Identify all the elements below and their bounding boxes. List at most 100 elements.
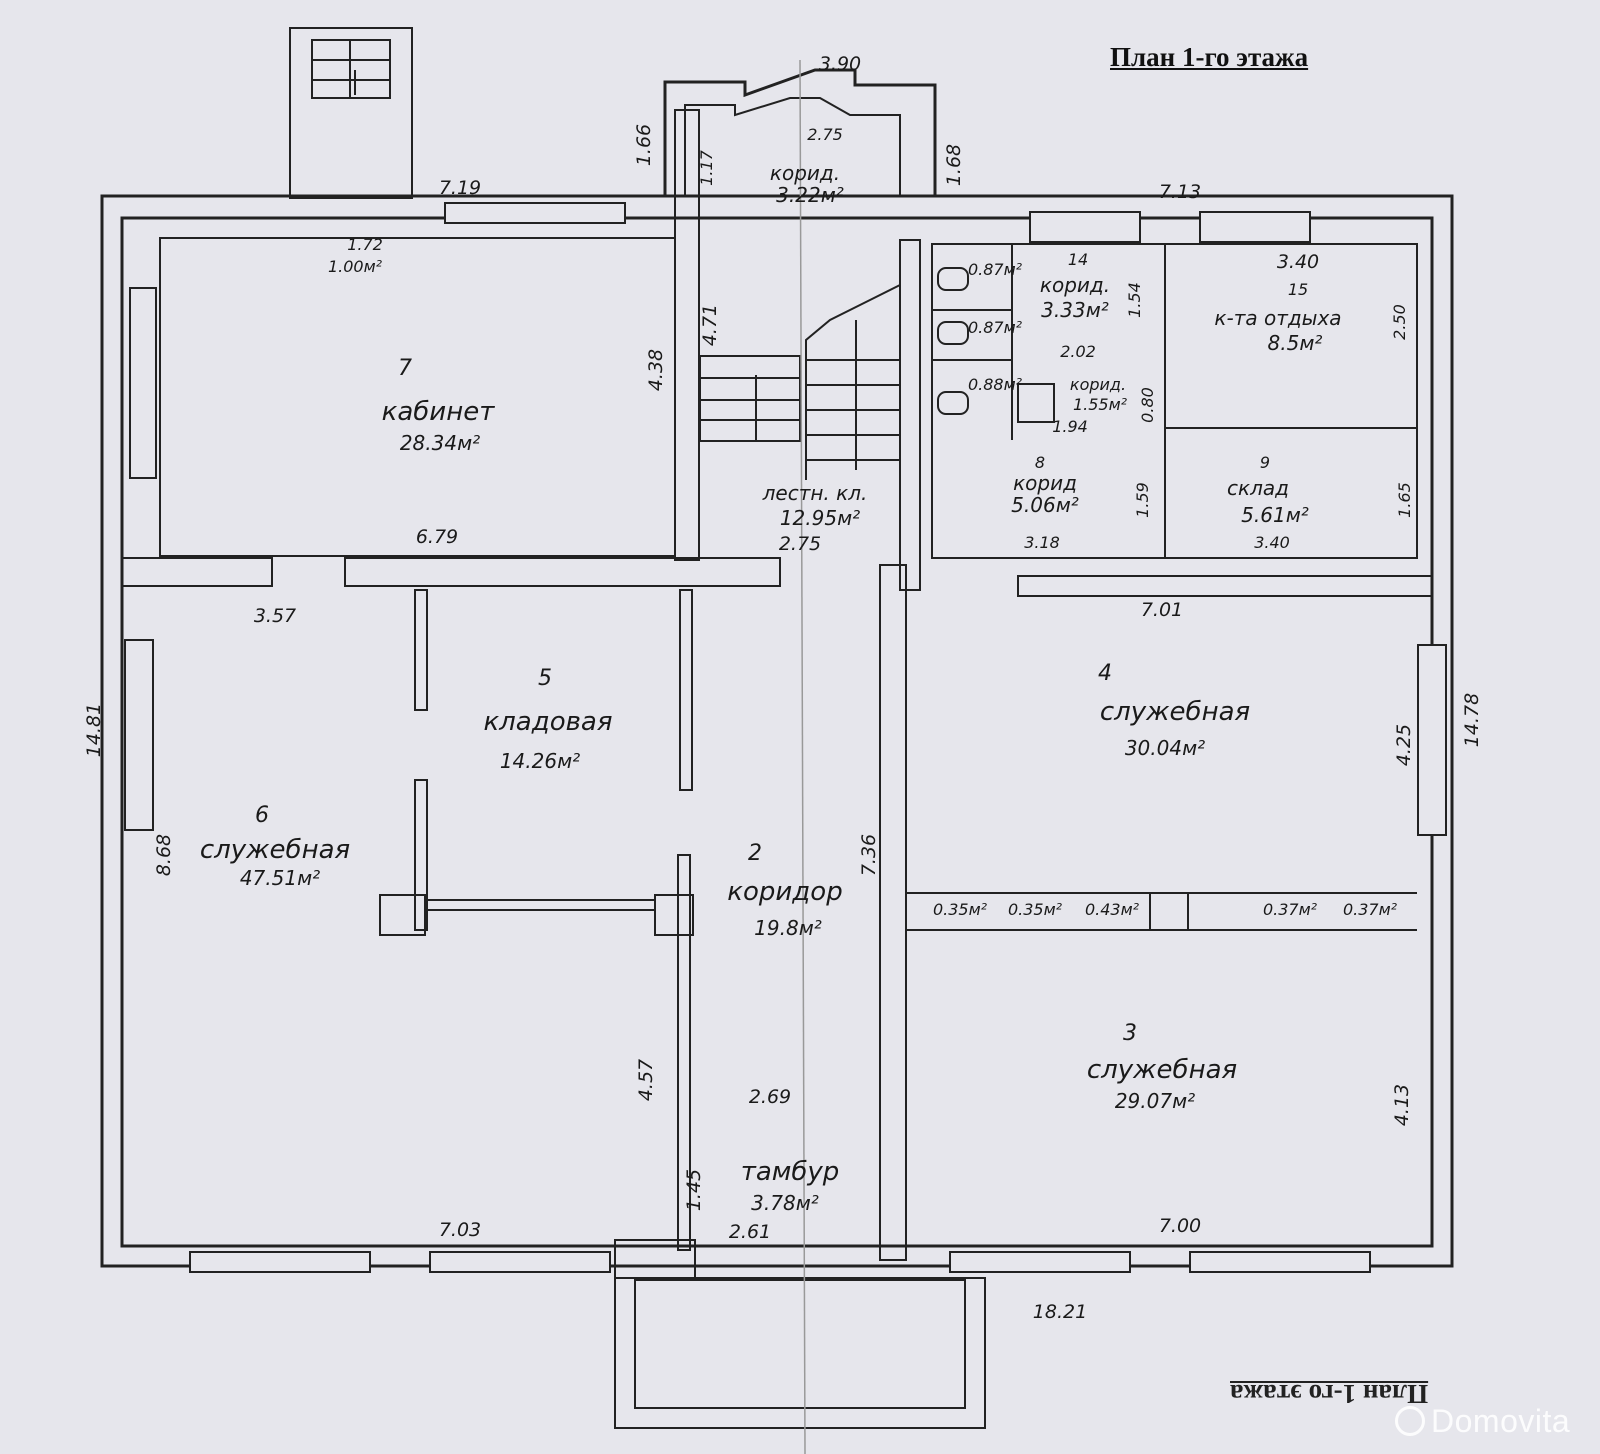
dim-label: 3.40 (1254, 533, 1290, 552)
watermark: Domovita (1395, 1403, 1570, 1440)
room-2-name: коридор (727, 877, 842, 907)
small-area-labels: 0.87м² 0.87м² 0.88м² 0.35м² 0.35м² 0.43м… (933, 260, 1398, 919)
small-corridor-name: корид. (1070, 375, 1126, 394)
dim-label: 18.21 (1033, 1301, 1087, 1323)
room-4-area: 30.04м² (1125, 736, 1205, 760)
room-9-name: склад (1227, 476, 1289, 500)
room-7-number: 7 (398, 356, 412, 381)
wc-2-area: 0.87м² (968, 318, 1023, 337)
dim-label: 7.13 (1159, 181, 1201, 203)
interior-walls (121, 109, 1433, 1279)
room-2-number: 2 (748, 841, 762, 866)
main-staircase (699, 284, 901, 480)
dim-label: 4.13 (1391, 1084, 1413, 1126)
dim-label: 7.00 (1159, 1215, 1201, 1237)
room-14-area: 3.33м² (1041, 298, 1109, 322)
dim-label: 4.57 (635, 1059, 657, 1101)
room-14-name: корид. (1040, 273, 1110, 297)
small-corridor-area: 1.55м² (1073, 395, 1128, 414)
dim-label: 4.38 (645, 349, 667, 391)
watermark-logo-icon (1395, 1406, 1425, 1436)
room-7-name: кабинет (382, 397, 496, 427)
room-9-number: 9 (1260, 453, 1270, 472)
closet-1-area: 0.35м² (933, 900, 988, 919)
dim-label: 2.75 (807, 125, 843, 144)
porch-top-left (289, 27, 413, 199)
room-8-name: корид (1013, 471, 1077, 495)
stairwell-area: 12.95м² (780, 506, 860, 530)
wc-fixtures (937, 267, 1055, 423)
windows (124, 202, 1447, 1273)
room-3-number: 3 (1123, 1021, 1137, 1046)
wc-3-area: 0.88м² (968, 375, 1023, 394)
room-7-area: 28.34м² (400, 431, 480, 455)
dim-label: 7.19 (439, 177, 481, 199)
dim-label: 2.61 (729, 1221, 771, 1243)
top-corridor-area: 3.22м² (776, 183, 844, 207)
closet-5-area: 0.37м² (1343, 900, 1398, 919)
closet-2-area: 0.35м² (1008, 900, 1063, 919)
dim-label: 7.01 (1141, 599, 1183, 621)
dim-label: 3.57 (254, 605, 296, 627)
dim-label: 1.94 (1052, 417, 1088, 436)
room-15-number: 15 (1288, 280, 1308, 299)
room-6-number: 6 (255, 803, 269, 828)
dim-label: 4.25 (1393, 724, 1415, 766)
dim-label: 3.18 (1024, 533, 1060, 552)
porch-room-area: 1.00м² (328, 257, 383, 276)
dim-label: 1.54 (1125, 282, 1144, 318)
dimension-labels: 3.90 2.75 1.17 1.66 1.68 7.19 7.13 1.72 … (83, 53, 1483, 1323)
wc-1-area: 0.87м² (968, 260, 1023, 279)
vestibule-area: 3.78м² (751, 1191, 819, 1215)
room-2-area: 19.8м² (754, 916, 822, 940)
room-14-number: 14 (1068, 250, 1088, 269)
plan-title: План 1-го этажа (1110, 42, 1309, 72)
top-corridor-name: корид. (770, 161, 840, 185)
dim-label: 7.36 (858, 834, 880, 876)
room-5-number: 5 (538, 666, 552, 691)
vestibule-name: тамбур (741, 1157, 840, 1187)
dim-label: 1.59 (1133, 482, 1152, 518)
room-9-area: 5.61м² (1241, 503, 1309, 527)
room-6-area: 47.51м² (240, 866, 320, 890)
room-6-name: служебная (200, 835, 350, 865)
dim-label: 14.78 (1461, 693, 1483, 747)
room-4-name: служебная (1100, 697, 1250, 727)
dim-label: 8.68 (153, 834, 175, 876)
dim-label: 1.72 (347, 235, 383, 254)
stairwell-name: лестн. кл. (762, 481, 868, 505)
room-4-number: 4 (1098, 661, 1112, 686)
paper-fold-line (799, 59, 806, 1454)
room-labels: 7 кабинет 28.34м² 5 кладовая 14.26м² 6 с… (200, 161, 1342, 1215)
room-5-name: кладовая (483, 707, 612, 737)
room-8-area: 5.06м² (1011, 493, 1079, 517)
dim-label: 1.66 (633, 124, 655, 166)
dim-label: 1.17 (697, 149, 716, 185)
watermark-text: Domovita (1431, 1403, 1571, 1439)
stair-tower (663, 68, 937, 196)
entrance-porch (614, 1277, 986, 1429)
dim-label: 2.02 (1060, 342, 1096, 361)
dim-label: 14.81 (83, 703, 105, 757)
dim-label: 4.71 (699, 304, 721, 346)
dim-label: 0.80 (1138, 387, 1157, 423)
dim-label: 6.79 (416, 526, 458, 548)
room-5-area: 14.26м² (500, 749, 580, 773)
dim-label: 2.75 (779, 533, 821, 555)
dim-label: 3.40 (1277, 251, 1319, 273)
dim-label: 1.68 (943, 144, 965, 186)
room-15-name: к-та отдыха (1214, 306, 1341, 330)
dim-label: 3.90 (819, 53, 861, 75)
dim-label: 1.45 (683, 1169, 705, 1211)
dim-label: 2.50 (1390, 304, 1409, 340)
dim-label: 1.65 (1395, 482, 1414, 518)
room-3-area: 29.07м² (1115, 1089, 1195, 1113)
dim-label: 7.03 (439, 1219, 481, 1241)
dim-label: 2.69 (749, 1086, 791, 1108)
closet-3-area: 0.43м² (1085, 900, 1140, 919)
closet-4-area: 0.37м² (1263, 900, 1318, 919)
room-8-number: 8 (1035, 453, 1045, 472)
room-3-name: служебная (1087, 1055, 1237, 1085)
room-15-area: 8.5м² (1268, 331, 1323, 355)
